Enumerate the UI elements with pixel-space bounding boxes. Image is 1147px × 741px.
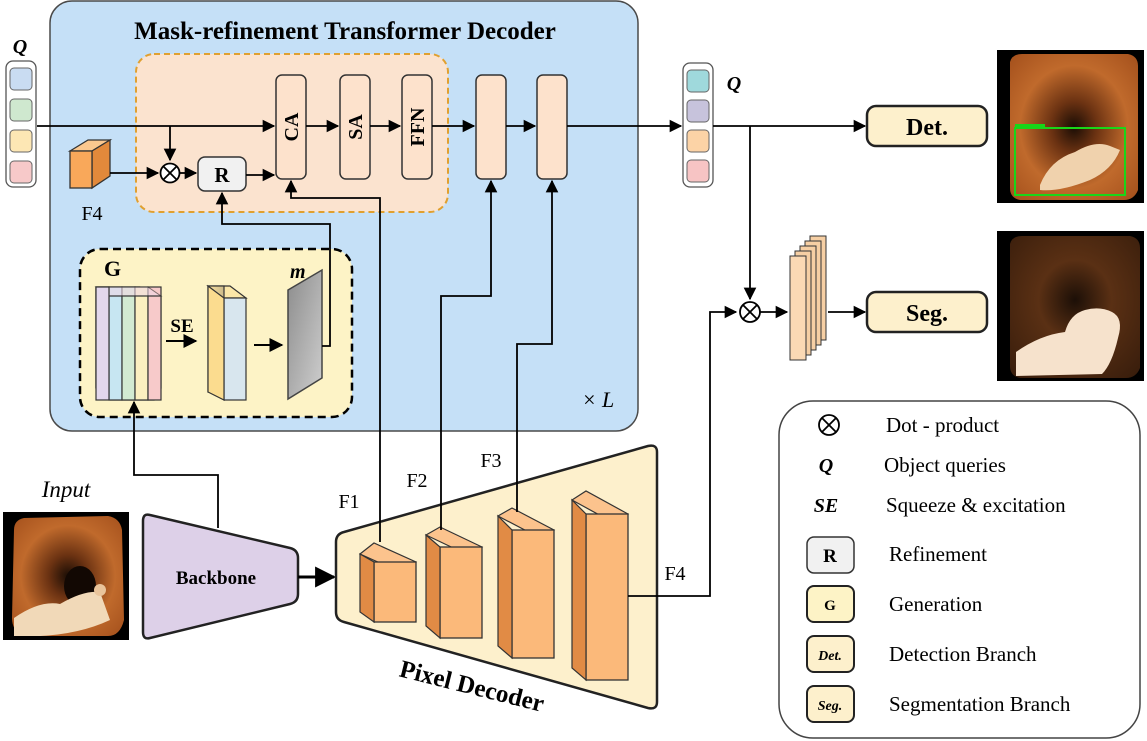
ffn-block <box>401 74 433 180</box>
f3-to-block5-line <box>516 179 559 512</box>
legend-r-symbol: R <box>823 546 837 567</box>
legend-seg-box <box>806 685 855 723</box>
mask-stack <box>789 235 827 361</box>
query-cell <box>686 99 710 123</box>
backbone-label: Backbone <box>176 568 256 589</box>
seg-dot-product-icon <box>739 301 761 323</box>
legend-r-box <box>806 536 855 574</box>
det-label: Det. <box>906 115 948 141</box>
m-to-r-line <box>215 191 331 347</box>
query-out-stack <box>682 62 714 188</box>
query-in-cells <box>9 67 33 184</box>
legend-g-label: Generation <box>889 592 983 616</box>
query-cell <box>9 129 33 153</box>
legend-se-symbol: SE <box>814 495 838 517</box>
query-in-label: Q <box>13 36 27 58</box>
sa-block <box>339 74 371 180</box>
refinement-label: R <box>214 163 230 187</box>
input-label: Input <box>41 477 91 502</box>
repeat-label: × L <box>582 387 615 412</box>
seg-label: Seg. <box>906 301 948 327</box>
g-feature-stack <box>94 286 163 401</box>
segmentation-image <box>997 231 1144 381</box>
query-cell <box>9 67 33 91</box>
se-label: SE <box>170 316 193 337</box>
query-in-stack <box>5 60 37 188</box>
legend-seg-label: Segmentation Branch <box>889 692 1071 716</box>
legend-q-symbol: Q <box>819 455 833 477</box>
f2-to-block4-line <box>440 179 498 530</box>
query-cell <box>9 98 33 122</box>
f4-pyramid-cube <box>570 490 630 682</box>
legend-r-label: Refinement <box>889 542 987 566</box>
f1-cube <box>358 542 418 624</box>
f4-label: F4 <box>664 563 685 585</box>
query-cell <box>686 129 710 153</box>
detection-image <box>997 50 1144 203</box>
f4-cube-label: F4 <box>81 203 102 225</box>
mask-m-label: m <box>290 261 306 283</box>
f4-cube <box>67 138 113 190</box>
legend-dot-label: Dot - product <box>886 413 999 437</box>
legend-g-symbol: G <box>824 598 836 614</box>
det-box <box>865 104 989 148</box>
sa-label: SA <box>345 114 367 140</box>
f2-cube <box>424 526 484 640</box>
legend-det-label: Detection Branch <box>889 642 1037 666</box>
f1-label: F1 <box>338 491 359 513</box>
decoder-title: Mask-refinement Transformer Decoder <box>134 18 556 45</box>
legend-det-box <box>806 635 855 673</box>
ca-label: CA <box>281 112 303 141</box>
se-feature <box>206 284 248 401</box>
backbone-shape <box>141 513 300 640</box>
backbone-to-g <box>127 400 219 528</box>
f1-to-ca-line <box>284 179 381 542</box>
generation-label: G <box>104 256 121 281</box>
legend-g-box <box>806 585 855 623</box>
legend-seg-symbol: Seg. <box>818 699 843 714</box>
mask-layer <box>789 255 807 361</box>
f4-to-seg-dot-line <box>628 305 738 597</box>
query-cell <box>686 69 710 93</box>
mask-m-plane <box>287 268 323 401</box>
legend-q-label: Object queries <box>884 453 1006 477</box>
dot-product-icon <box>159 162 181 184</box>
query-out-label: Q <box>727 73 741 95</box>
f2-label: F2 <box>406 470 427 492</box>
ca-block <box>275 74 307 180</box>
input-image <box>3 512 129 640</box>
ffn-label: FFN <box>407 107 429 146</box>
query-cell <box>686 159 710 183</box>
legend-det-symbol: Det. <box>817 649 842 664</box>
query-out-cells <box>686 69 710 183</box>
legend-se-label: Squeeze & excitation <box>886 493 1066 517</box>
decoder-block-4 <box>475 74 507 180</box>
seg-box <box>865 290 989 334</box>
legend-panel <box>778 400 1141 739</box>
f3-cube <box>496 507 556 660</box>
f3-label: F3 <box>480 450 501 472</box>
refinement-block <box>197 156 247 192</box>
legend-dot-icon <box>818 414 840 436</box>
decoder-block-5 <box>536 74 568 180</box>
query-cell <box>9 160 33 184</box>
